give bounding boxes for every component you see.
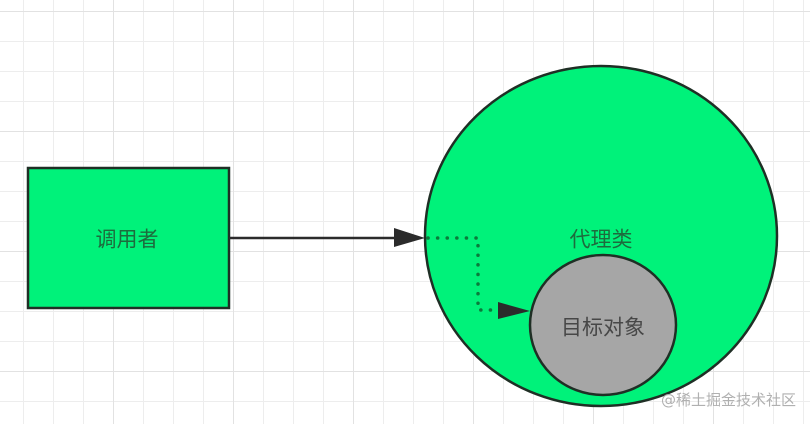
- arrowhead-icon: [394, 228, 425, 247]
- caller-node[interactable]: [26, 166, 231, 310]
- arrowhead-icon: [498, 302, 530, 319]
- proxy-to-target-edge[interactable]: [426, 236, 502, 312]
- caller-label: 调用者: [95, 227, 159, 252]
- target-label: 目标对象: [561, 315, 645, 340]
- watermark: @稀土掘金技术社区: [660, 391, 796, 409]
- proxy-label: 代理类: [569, 227, 633, 252]
- target-node[interactable]: [528, 253, 678, 397]
- proxy-node[interactable]: [423, 64, 779, 408]
